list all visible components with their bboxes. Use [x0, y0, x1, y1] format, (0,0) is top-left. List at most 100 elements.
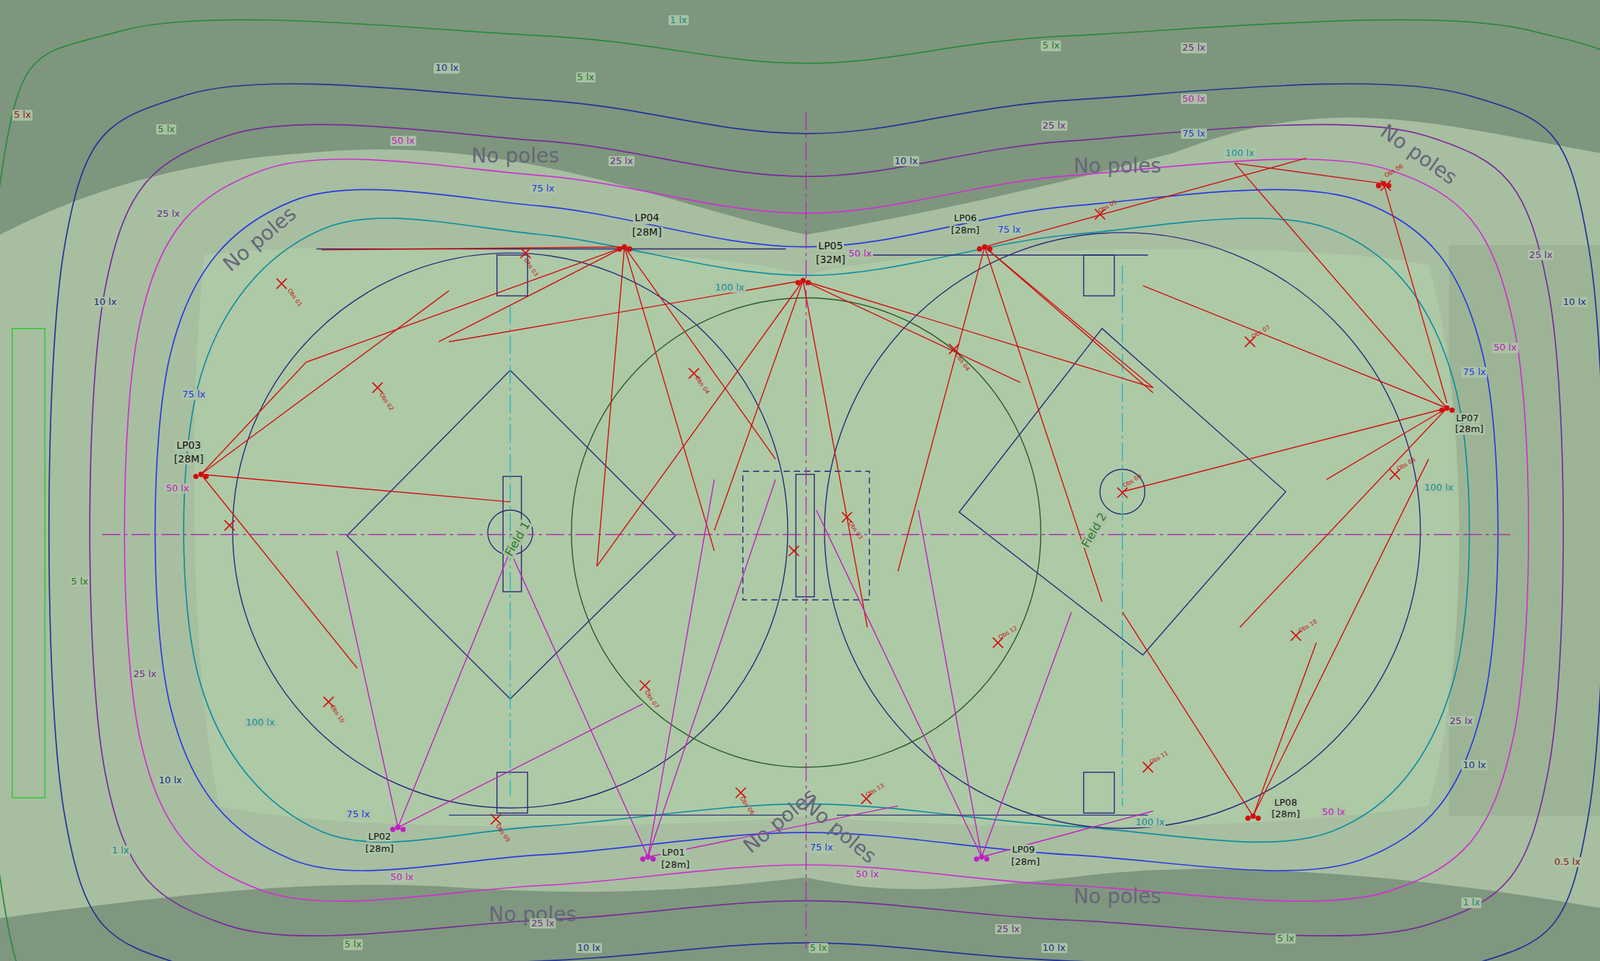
lux-label: 5 lx: [156, 124, 177, 135]
pole-luminaire: [650, 856, 656, 862]
lux-label: 100 lx: [1223, 148, 1256, 159]
lux-label: 5 lx: [69, 576, 90, 587]
lux-label: 25 lx: [132, 669, 159, 680]
lux-label: 10 lx: [1041, 943, 1068, 954]
pole-luminaire: [627, 246, 633, 252]
lux-label: 0.5 lx: [1553, 857, 1582, 868]
pole-luminaire: [1245, 815, 1251, 821]
lux-label: 25 lx: [608, 156, 635, 167]
playing-field: [193, 246, 1460, 827]
aiming-line: [200, 474, 358, 669]
pole-luminaire: [400, 826, 406, 832]
pole-luminaire: [1375, 182, 1382, 188]
pole-luminaire: [987, 246, 993, 252]
lux-label: 10 lx: [91, 297, 118, 308]
aiming-line: [1235, 163, 1448, 409]
lux-label: 10 lx: [575, 943, 602, 954]
lux-contour: [124, 158, 1529, 902]
aiming-line: [714, 280, 803, 531]
pole-luminaire: [192, 474, 199, 480]
pole-label: LP06: [952, 213, 979, 224]
obs-marker: [490, 814, 501, 825]
aiming-line: [398, 550, 511, 828]
side-field: [1448, 244, 1600, 817]
lux-label: 75 lx: [1180, 128, 1207, 139]
aiming-line: [1122, 408, 1447, 493]
lux-label: 1 lx: [110, 845, 131, 856]
aiming-line: [985, 247, 1154, 389]
aiming-line: [985, 247, 1154, 394]
aiming-line: [1240, 408, 1448, 629]
pole-luminaire: [982, 244, 988, 250]
lux-label: 10 lx: [433, 62, 460, 73]
pole-label: LP05: [816, 240, 845, 252]
pole-luminaire: [979, 854, 985, 860]
pole-luminaire: [1444, 405, 1450, 411]
aiming-line: [448, 280, 803, 342]
pole-luminaire: [395, 824, 401, 830]
lux-label: 5 lx: [1275, 933, 1296, 944]
aiming-line: [624, 247, 776, 460]
pole-luminaire: [645, 854, 651, 860]
lux-label: 100 lx: [244, 717, 277, 728]
lux-label: 50 lx: [1492, 342, 1519, 353]
lux-label: 5 lx: [343, 939, 364, 950]
aiming-line: [648, 479, 715, 858]
obs-marker: [1117, 487, 1128, 498]
lux-label: 100 lx: [713, 282, 746, 293]
aiming-line: [1383, 183, 1448, 404]
aiming-line: [398, 703, 644, 828]
pole-label: [28M]: [172, 453, 206, 465]
lux-label: 10 lx: [1461, 760, 1488, 771]
lux-label: 25 lx: [1448, 716, 1475, 727]
pole-label: [28m]: [364, 844, 396, 855]
pole-luminaire: [805, 279, 811, 285]
lux-label: 1 lx: [1461, 897, 1482, 908]
aiming-line: [1253, 458, 1429, 816]
pole-label: [28m]: [949, 225, 981, 236]
lux-label: 75 lx: [808, 842, 835, 853]
pole-luminaire: [1250, 813, 1256, 819]
pole-label: LP08: [1272, 797, 1299, 808]
lux-label: 50 lx: [164, 483, 191, 494]
pole-luminaire: [800, 278, 806, 284]
obs-marker: [639, 680, 650, 691]
aiming-line: [1142, 285, 1447, 408]
lux-label: 50 lx: [388, 872, 415, 883]
pole-luminaire: [974, 856, 980, 862]
aiming-line: [510, 550, 649, 858]
pole-luminaire: [977, 246, 983, 252]
aiming-line: [200, 362, 306, 475]
aiming-line: [1253, 642, 1317, 816]
aiming-line: [200, 290, 449, 475]
lux-label: 100 lx: [1422, 482, 1455, 493]
lux-label: 25 lx: [1180, 42, 1207, 53]
lux-label: 5 lx: [12, 109, 33, 120]
tree-belt: [0, 869, 1600, 961]
pole-label: LP07: [1454, 413, 1481, 424]
aiming-line: [1326, 408, 1448, 480]
pole-luminaire: [984, 856, 990, 862]
pole-luminaire: [203, 474, 209, 480]
zone-note: No poles: [469, 145, 561, 168]
pole-label: [28m]: [1454, 424, 1486, 435]
lux-label: 75 lx: [345, 809, 372, 820]
aiming-line: [648, 479, 776, 858]
obs-marker: [224, 520, 235, 531]
aiming-line: [336, 550, 399, 828]
obs-marker: [520, 247, 531, 258]
aiming-line: [981, 810, 1153, 858]
lux-contour: [183, 218, 1470, 842]
lux-label: 25 lx: [995, 924, 1022, 935]
lux-label: 25 lx: [1527, 250, 1554, 261]
lux-label: 100 lx: [1133, 817, 1166, 828]
pole-luminaire: [1449, 407, 1455, 413]
zone-note: No poles: [1071, 885, 1163, 909]
aiming-line: [596, 247, 625, 567]
lux-label: 10 lx: [1561, 297, 1588, 308]
pole-label: [28m]: [659, 859, 691, 871]
lux-label: 75 lx: [180, 389, 207, 400]
